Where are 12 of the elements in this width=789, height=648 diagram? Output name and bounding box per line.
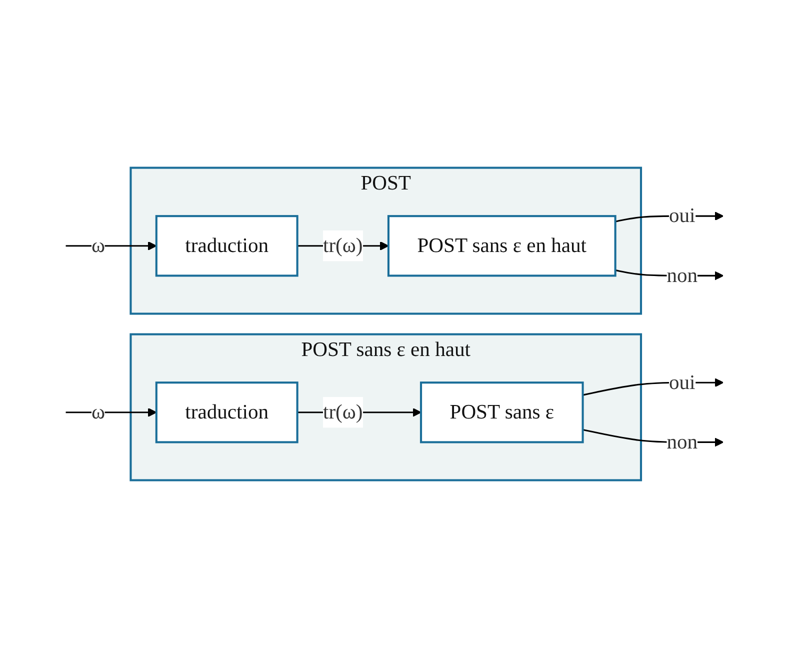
edge-label: ω — [91, 401, 106, 424]
edge-label: non — [666, 430, 698, 454]
edge-label: tr(ω) — [322, 234, 363, 258]
edge-label: oui — [668, 371, 696, 394]
node-box: POST sans ε — [420, 382, 584, 444]
node-box: traduction — [155, 382, 298, 444]
edge-label: oui — [668, 204, 696, 228]
node-box: POST sans ε en haut — [387, 215, 616, 277]
edge-label: tr(ω) — [322, 401, 363, 424]
edge-label: non — [666, 264, 698, 287]
edge-label: ω — [91, 234, 106, 258]
node-box: traduction — [155, 215, 298, 277]
